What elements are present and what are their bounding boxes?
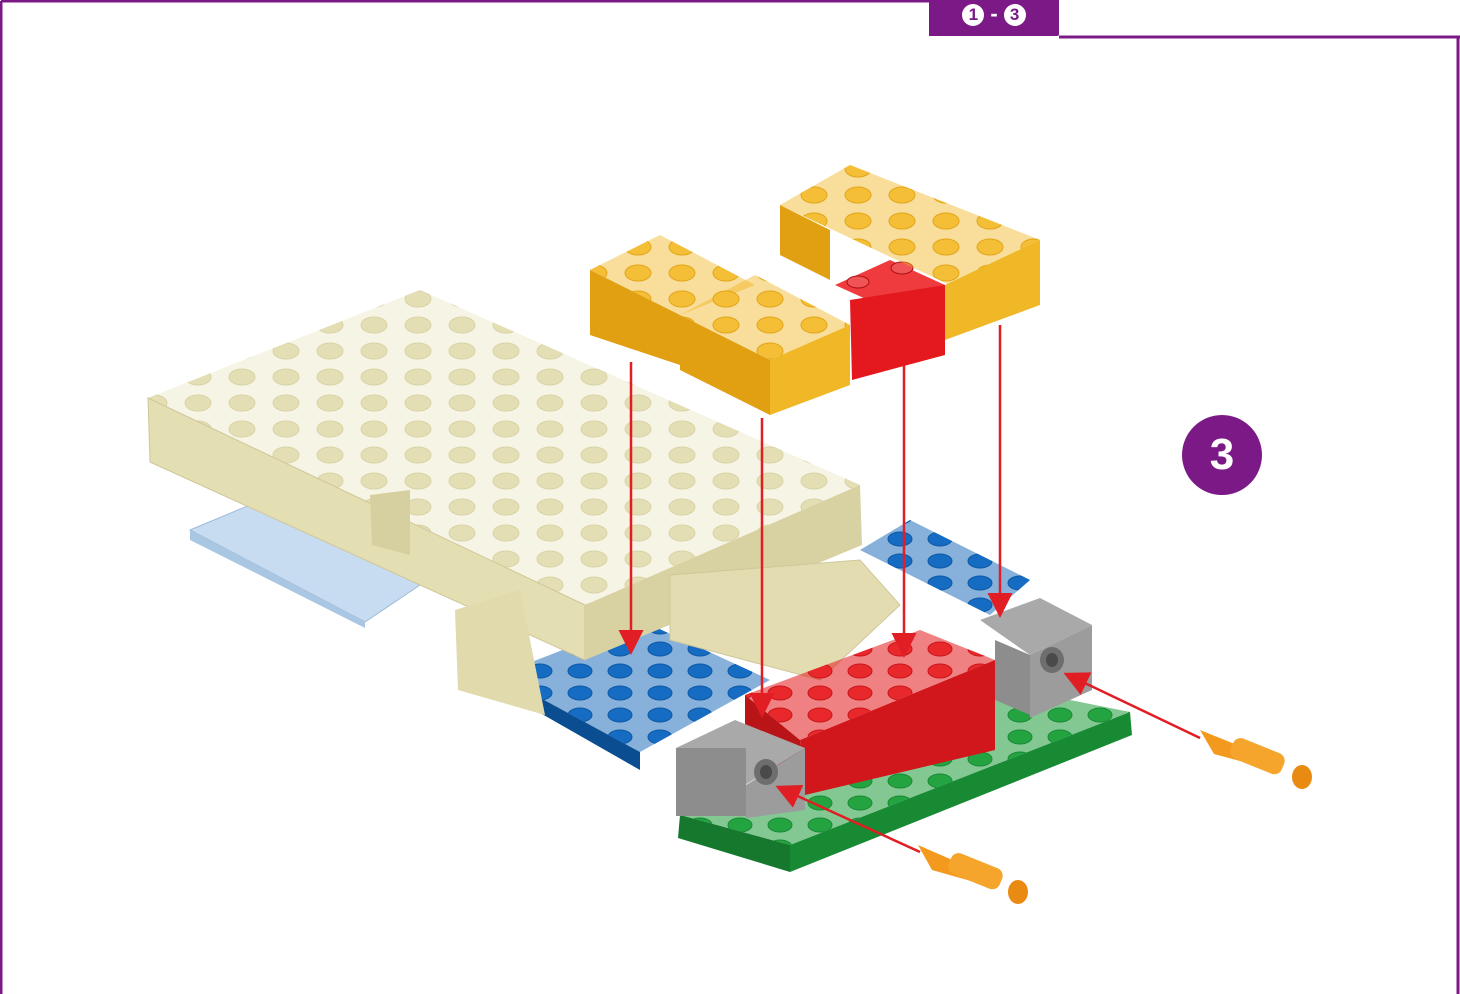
step-range-separator: - — [990, 1, 998, 26]
orange-pin-left-icon — [918, 845, 1028, 904]
red-brick-small — [835, 260, 945, 380]
orange-pin-right-icon — [1200, 730, 1312, 789]
yellow-brick-right — [780, 165, 1040, 340]
step-number-badge: 3 — [1182, 415, 1262, 495]
yellow-brick-center — [680, 275, 850, 415]
step-range-tab: 1 - 3 — [929, 0, 1059, 36]
step-range-start: 1 — [962, 4, 985, 26]
beige-brick-stack — [147, 290, 901, 715]
assembly-arrows — [618, 325, 1201, 854]
yellow-brick-left — [590, 235, 755, 365]
gray-technic-brick-right — [980, 598, 1092, 718]
step-range-end: 3 — [1003, 4, 1026, 26]
